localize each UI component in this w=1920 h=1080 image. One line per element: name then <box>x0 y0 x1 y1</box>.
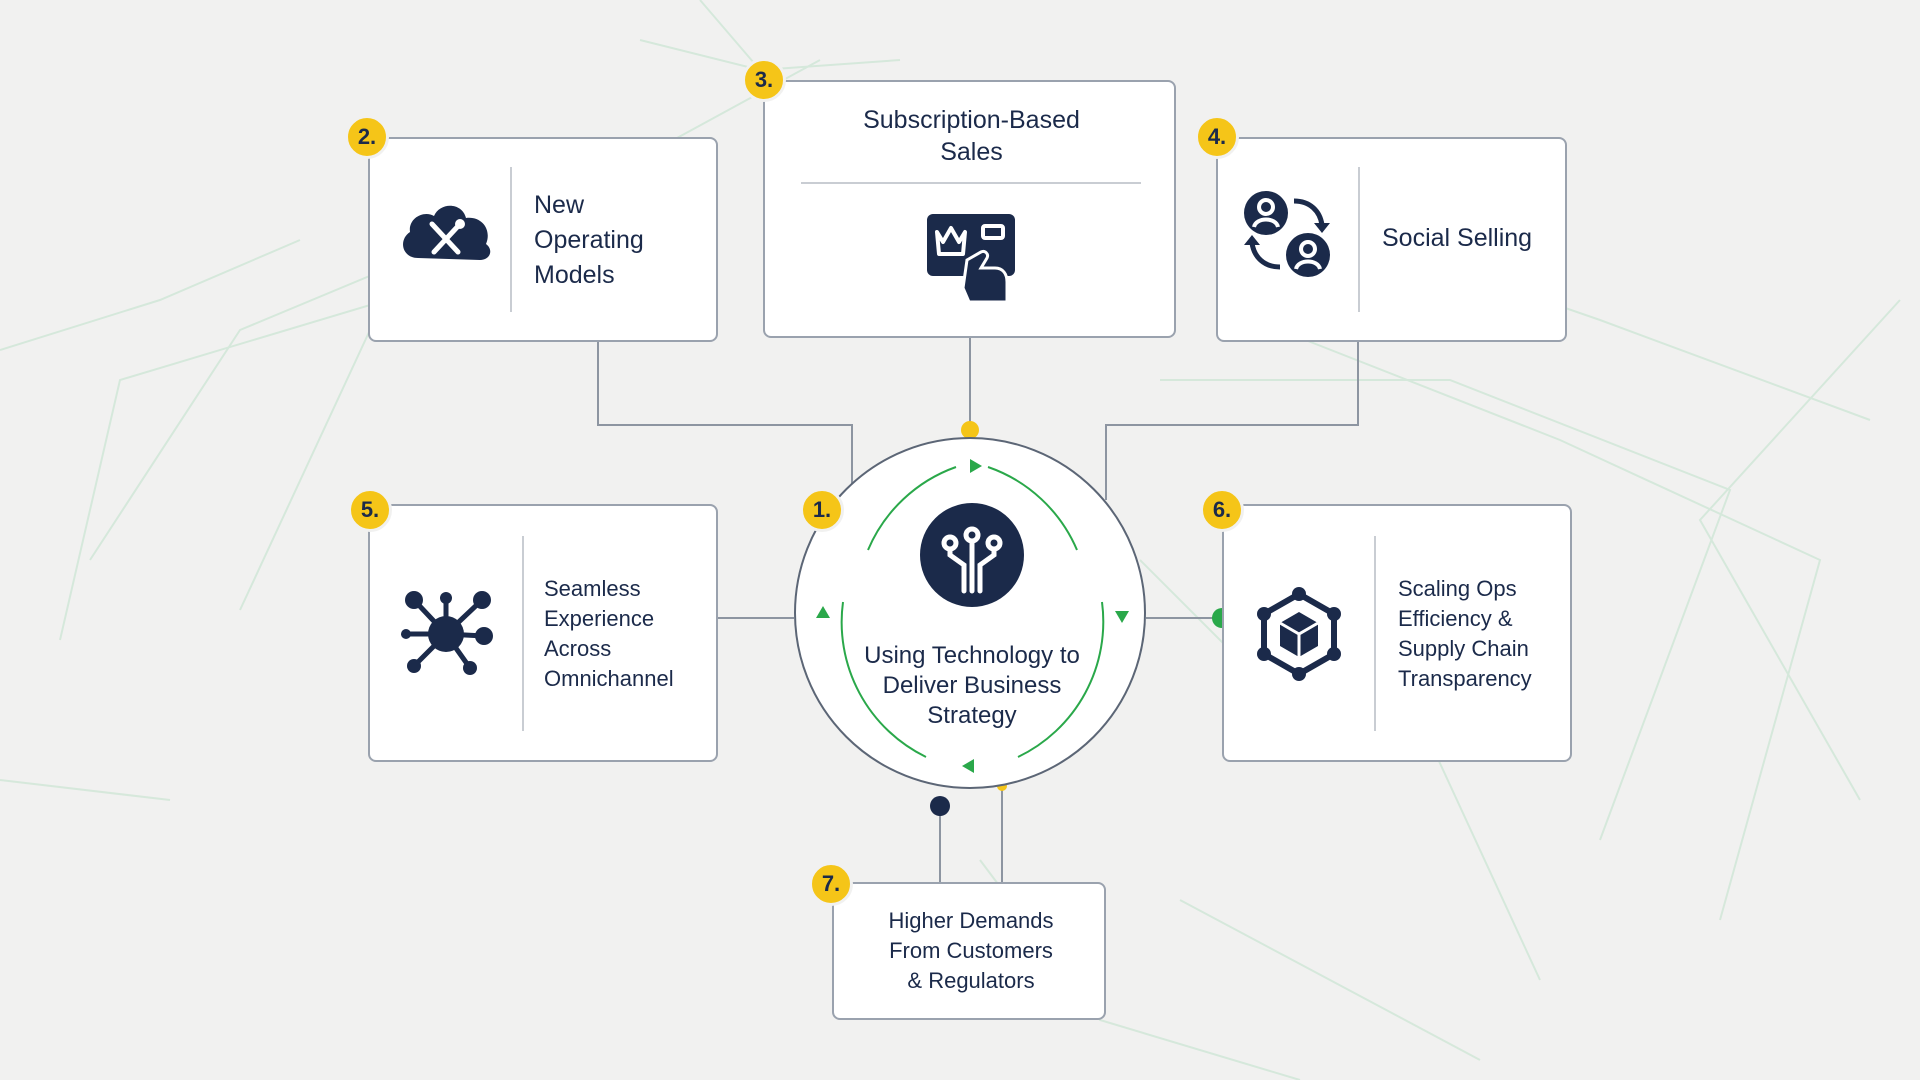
badge-3: 3. <box>742 58 786 102</box>
ring-arrow-bottom <box>962 759 974 773</box>
center-ring <box>816 459 1129 773</box>
node-higher-demands: Higher Demands From Customers & Regulato… <box>832 882 1106 1020</box>
node-4-label: Social Selling <box>1382 224 1533 252</box>
node-subscription-based-sales: Subscription-Based Sales <box>763 80 1176 338</box>
connector-dot-top <box>961 421 979 439</box>
ring-arrow-right <box>1115 611 1129 623</box>
badge-1: 1. <box>800 488 844 532</box>
cloud-tools-icon <box>396 194 496 274</box>
ring-arrow-left <box>816 606 830 618</box>
network-hub-icon <box>400 586 496 682</box>
node-3-divider <box>801 182 1141 184</box>
badge-2: 2. <box>345 115 389 159</box>
node-2-label: New Operating Models <box>534 191 644 289</box>
connector-dot-bottom <box>930 796 950 816</box>
node-6-divider <box>1374 536 1376 731</box>
center-node: Using Technology to Deliver Business Str… <box>794 437 1146 789</box>
node-6-label: Scaling Ops Efficiency & Supply Chain Tr… <box>1398 576 1532 691</box>
ring-arrow-top <box>970 459 982 473</box>
node-5-label: Seamless Experience Across Omnichannel <box>544 576 674 691</box>
connector-2 <box>597 342 853 485</box>
node-7-label: Higher Demands From Customers & Regulato… <box>888 908 1054 993</box>
node-seamless-experience: Seamless Experience Across Omnichannel <box>368 504 718 762</box>
badge-6: 6. <box>1200 488 1244 532</box>
node-social-selling: Social Selling <box>1216 137 1567 342</box>
node-4-divider <box>1358 167 1360 312</box>
center-label: Using Technology to Deliver Business Str… <box>864 642 1080 729</box>
node-2-divider <box>510 167 512 312</box>
badge-4: 4. <box>1195 115 1239 159</box>
node-new-operating-models: New Operating Models <box>368 137 718 342</box>
badge-7: 7. <box>809 862 853 906</box>
circuit-icon <box>920 503 1024 607</box>
node-5-divider <box>522 536 524 731</box>
node-scaling-ops: Scaling Ops Efficiency & Supply Chain Tr… <box>1222 504 1572 762</box>
badge-5: 5. <box>348 488 392 532</box>
subscription-card-icon <box>923 210 1019 306</box>
node-3-label: Subscription-Based Sales <box>863 106 1080 166</box>
user-exchange-icon <box>1242 189 1332 279</box>
cube-network-icon <box>1254 586 1344 682</box>
connector-4 <box>1105 342 1359 500</box>
